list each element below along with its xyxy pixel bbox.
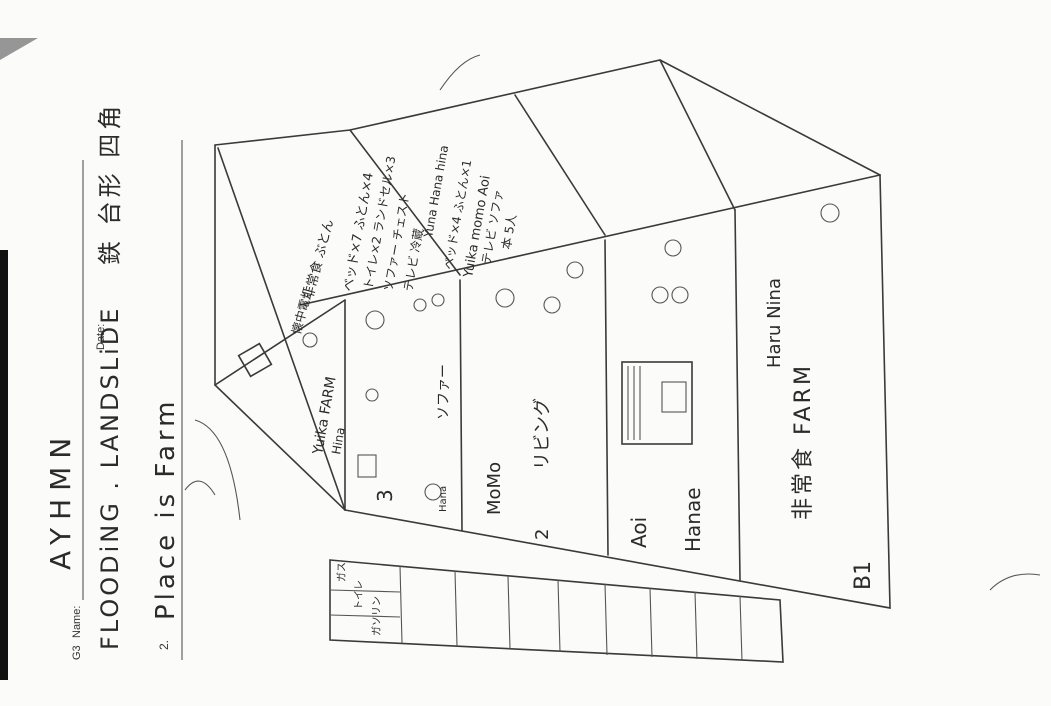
table-outline [329,559,784,663]
roof-diagonal [217,147,346,511]
face-doodle-icon [543,296,561,314]
roof-panel-line-1 [349,129,461,276]
roof-outline [214,59,881,176]
roof-base-line [299,174,881,306]
table-header-gas: ガス [336,562,348,582]
floor-2-room: リビング [532,398,553,470]
pencil-arc [184,480,216,496]
roof-panel-line-2 [514,94,606,236]
question-number: 2. [157,640,171,650]
face-doodle-icon [424,483,442,501]
pencil-arc [989,573,1041,591]
floor-1-name-1: Aoi [627,517,651,548]
face-doodle-icon [413,298,427,312]
table-header-gasoline: ガソリン [371,596,383,636]
supplies-table [329,559,784,663]
table-col-divider [694,591,698,660]
face-doodle-icon [566,261,584,279]
table-row-divider [329,614,401,618]
table-col-divider [399,565,403,644]
roof-panel-line-3 [659,59,736,211]
floor-3-items: ソファー [436,364,452,420]
face-doodle-icon [431,293,445,307]
question-text: Place is Farm [151,398,181,621]
face-doodle-icon [495,288,515,308]
name-label: Name: [71,606,83,638]
floor-divider-1 [459,279,463,531]
face-doodle-icon [365,310,385,330]
table-header-toilet: トイレ [354,580,365,610]
table-col-divider [604,583,608,656]
floor-3-sub: Hina [329,426,348,455]
face-doodle-icon [302,332,318,348]
table-col-divider [739,595,743,662]
table-col-divider [649,587,653,658]
b1-label: B1 [851,561,876,590]
pencil-arc [439,54,481,91]
b1-names: Haru Nina [764,278,785,368]
student-name: AYHMN [44,430,77,570]
floor-divider-2 [604,239,609,556]
face-doodle-icon [365,388,379,402]
roof-note-people: 本 5人 [499,213,519,250]
building-front [344,174,891,609]
face-doodle-icon [820,203,840,223]
floor-3-number: 3 [373,489,397,502]
face-doodle-icon [671,286,689,304]
floor-3-name: Hana [438,486,449,512]
floor-2-name: MoMo [484,462,505,515]
worksheet-title: FLOODiNG . LANDSLiDE [96,306,124,650]
title-right-note: 鉄 台形 四角 [96,102,124,265]
tv-doodle-icon [357,454,377,478]
grade-label: G3 [71,645,83,660]
date-label: Date: [95,324,107,350]
scan-edge-bar [0,250,8,680]
floor-2-number: 2 [532,529,553,540]
table-col-divider [557,579,561,653]
table-row-divider [329,589,401,593]
roof-note-flashlight: 懐中電灯 [288,286,315,336]
b1-title: 非常食 FARM [791,363,816,520]
table-col-divider [507,575,511,650]
roof-names-1: Yuna Hana hina [421,144,451,239]
floor-divider-3 [734,209,741,581]
floor-1-name-2: Hanae [681,487,705,552]
sofa-sketch [621,361,693,445]
pencil-arc [194,419,241,521]
table-col-divider [454,570,458,647]
face-doodle-icon [651,286,669,304]
sofa-cushion [661,381,687,413]
house-drawing [214,59,891,609]
scan-corner-mark [0,38,38,60]
roof-diagonal-2 [214,299,346,386]
face-doodle-icon [664,239,682,257]
roof-window [237,342,273,378]
